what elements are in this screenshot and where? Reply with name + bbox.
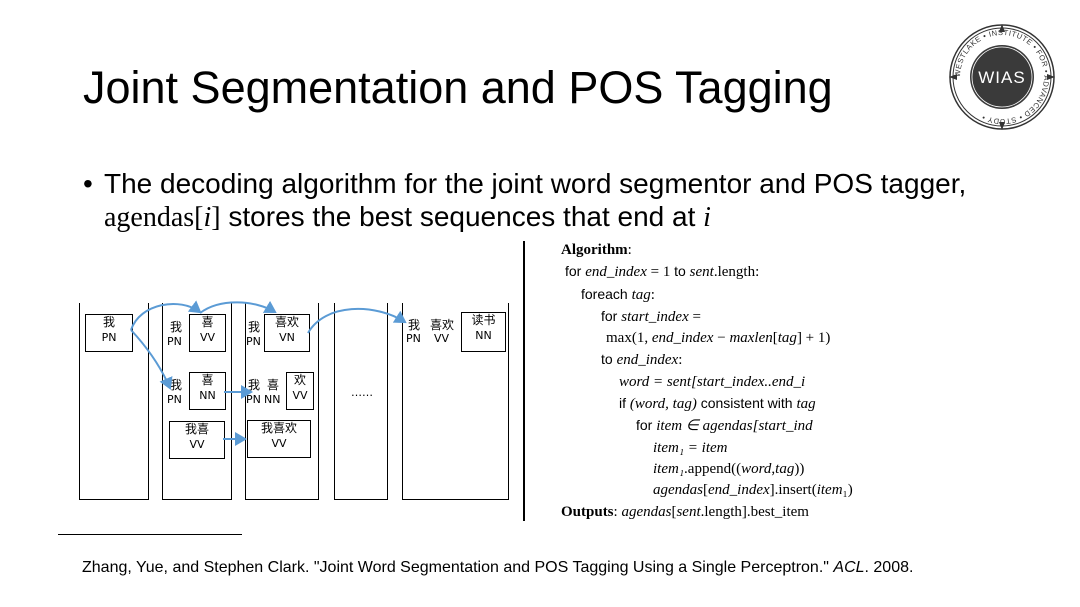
- box-tag: VN: [279, 331, 295, 344]
- algo-line-10: item₁.append((word,tag)): [653, 460, 805, 477]
- box-tag: PN: [101, 331, 117, 344]
- ellipsis: ……: [351, 386, 373, 399]
- lattice-tag: PN: [167, 335, 182, 348]
- box-tag: VV: [189, 438, 205, 451]
- lattice-box: 读书 NN: [461, 312, 506, 352]
- arrow-1: [130, 300, 202, 331]
- lattice-box: 喜 NN: [189, 372, 226, 410]
- vertical-divider: [523, 241, 525, 521]
- box-word: 我喜欢: [260, 421, 297, 435]
- wias-logo: WESTLAKE • INSTITUTE • FOR • ADVANCED • …: [949, 24, 1055, 130]
- lattice-box: 我喜 VV: [169, 421, 225, 459]
- box-tag: NN: [199, 389, 216, 402]
- bullet-part2: stores the best sequences that end at: [220, 201, 704, 232]
- arrow-6: [307, 307, 407, 334]
- logo-text: WIAS: [978, 68, 1025, 87]
- lattice-word: 我: [170, 378, 183, 392]
- algo-heading: Algorithm:: [561, 242, 632, 258]
- box-tag: VV: [271, 437, 287, 450]
- box-word: 喜欢: [274, 315, 299, 329]
- citation-venue: ACL: [833, 559, 865, 576]
- bullet-part1: The decoding algorithm for the joint wor…: [104, 168, 967, 199]
- index-var-2: i: [703, 202, 711, 233]
- lattice-column-1: [79, 303, 149, 500]
- lattice-tag: NN: [264, 393, 281, 406]
- algo-line-11: agendas[end_index].insert(item₁): [653, 482, 853, 499]
- index-var: i: [203, 202, 212, 233]
- arrow-3: [199, 300, 277, 314]
- algo-line-9: item₁ = item: [653, 439, 728, 456]
- lattice-word: 喜欢: [430, 318, 455, 332]
- lattice-box: 我 PN: [85, 314, 133, 352]
- lattice-tag: VV: [434, 332, 450, 345]
- lattice-word: 我: [170, 320, 183, 334]
- lattice-column-4: [334, 303, 388, 500]
- algo-line-6: word = sent[start_index..end_i: [619, 373, 806, 390]
- algo-line-3: for start_index =: [601, 307, 701, 325]
- citation-year: . 2008.: [864, 559, 914, 576]
- lattice-box: 我喜欢 VV: [247, 420, 311, 458]
- lattice-column-3: [245, 303, 319, 500]
- lattice-word: 我: [408, 318, 421, 332]
- lattice-box: 喜欢 VN: [264, 314, 310, 352]
- slide-title: Joint Segmentation and POS Tagging: [83, 62, 833, 113]
- algo-line-5: to end_index:: [601, 351, 683, 369]
- algo-line-2: foreach tag:: [581, 285, 655, 303]
- box-word: 喜: [201, 315, 214, 329]
- lattice-tag: PN: [167, 393, 182, 406]
- footnote-rule: [58, 534, 242, 535]
- lattice-tag: PN: [406, 332, 421, 345]
- bullet-point: • The decoding algorithm for the joint w…: [83, 167, 983, 234]
- footnote-citation: Zhang, Yue, and Stephen Clark. "Joint Wo…: [82, 557, 1002, 578]
- algo-line-8: for item ∈ agendas[start_ind: [636, 417, 813, 435]
- box-tag: NN: [475, 329, 492, 342]
- algo-line-1: for end_index = 1 to sent.length:: [565, 263, 760, 281]
- algo-line-4: max(1, end_index − maxlen[tag] + 1): [606, 330, 831, 347]
- bullet-symbol: •: [83, 168, 93, 199]
- box-word: 喜: [201, 373, 214, 387]
- lattice-box: 喜 VV: [189, 314, 226, 352]
- box-word: 读书: [471, 313, 496, 327]
- agendas-term: agendas[: [104, 202, 204, 233]
- algorithm-pseudocode: Algorithm: for end_index = 1 to sent.len…: [561, 240, 853, 523]
- box-tag: VV: [199, 331, 216, 344]
- box-tag: VV: [292, 389, 308, 402]
- algo-line-7: if (word, tag) consistent with tag: [619, 395, 816, 413]
- citation-text: Zhang, Yue, and Stephen Clark. "Joint Wo…: [82, 559, 834, 576]
- arrow-2: [130, 329, 173, 390]
- lattice-word: 喜: [267, 378, 280, 392]
- box-word: 我喜: [184, 422, 209, 436]
- lattice-tag: PN: [246, 335, 261, 348]
- box-word: 我: [102, 315, 115, 329]
- agendas-close: ]: [211, 202, 221, 233]
- lattice-box: 欢 VV: [286, 372, 314, 410]
- lattice-column-5: [402, 303, 509, 500]
- lattice-column-2: [162, 303, 232, 500]
- algo-outputs: Outputs: agendas[sent.length].best_item: [561, 503, 809, 520]
- box-word: 欢: [293, 373, 306, 387]
- bullet-text: The decoding algorithm for the joint wor…: [104, 167, 983, 234]
- lattice-word: 我: [248, 320, 261, 334]
